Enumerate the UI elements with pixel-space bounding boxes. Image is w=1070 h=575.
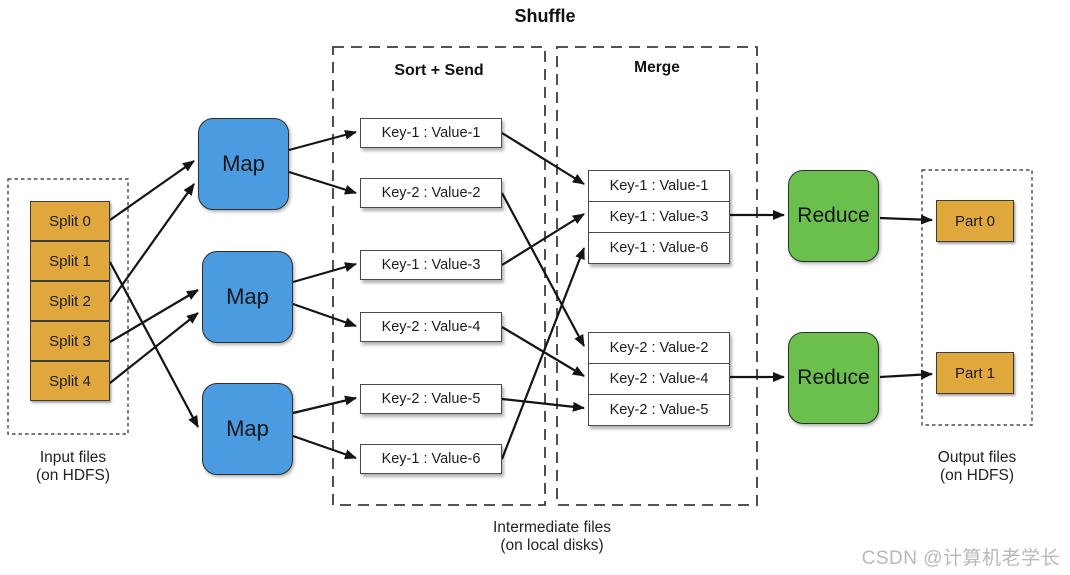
output-files-region	[921, 169, 1033, 426]
map-box-3: Map	[202, 383, 293, 475]
sort-send-section-title: Sort + Send	[394, 62, 484, 79]
reduce-box-2: Reduce	[788, 332, 879, 424]
part-box-0: Part 0	[936, 200, 1014, 242]
sort-record-key2-value5: Key-2 : Value-5	[360, 384, 502, 414]
sort-record-key2-value2: Key-2 : Value-2	[360, 178, 502, 208]
split-box-1: Split 1	[30, 241, 110, 281]
input-files-region	[7, 178, 129, 435]
csdn-watermark: CSDN @计算机老学长	[861, 548, 1060, 569]
split-box-2: Split 2	[30, 281, 110, 321]
sort-record-key1-value3: Key-1 : Value-3	[360, 250, 502, 280]
sort-record-key1-value1: Key-1 : Value-1	[360, 118, 502, 148]
merge-section-title: Merge	[634, 59, 680, 76]
merge-row: Key-1 : Value-3	[589, 201, 729, 232]
part-box-1: Part 1	[936, 352, 1014, 394]
caption-line: (on HDFS)	[939, 466, 1015, 484]
output-files-caption: Output files (on HDFS)	[917, 449, 1037, 485]
map-box-1: Map	[198, 118, 289, 210]
map-box-2: Map	[202, 251, 293, 343]
caption-line: Input files	[39, 449, 107, 466]
merge-row: Key-1 : Value-1	[609, 178, 709, 194]
merge-stack-key2: Key-2 : Value-2 Key-2 : Value-4 Key-2 : …	[588, 332, 730, 426]
merge-row: Key-2 : Value-5	[589, 394, 729, 425]
caption-line: Output files	[937, 449, 1017, 466]
split-box-0: Split 0	[30, 201, 110, 241]
merge-stack-key1: Key-1 : Value-1 Key-1 : Value-3 Key-1 : …	[588, 170, 730, 264]
sort-record-key2-value4: Key-2 : Value-4	[360, 312, 502, 342]
merge-region	[556, 46, 758, 506]
diagram-title: Shuffle	[514, 6, 576, 26]
sort-record-key1-value6: Key-1 : Value-6	[360, 444, 502, 474]
merge-row: Key-2 : Value-4	[589, 363, 729, 394]
split-box-4: Split 4	[30, 361, 110, 401]
intermediate-files-caption: Intermediate files (on local disks)	[452, 519, 652, 555]
reduce-box-1: Reduce	[788, 170, 879, 262]
merge-row: Key-2 : Value-2	[609, 340, 709, 356]
caption-line: (on local disks)	[500, 536, 604, 554]
sort-send-region	[332, 46, 546, 506]
merge-row: Key-1 : Value-6	[589, 232, 729, 263]
input-files-caption: Input files (on HDFS)	[8, 449, 138, 485]
split-box-3: Split 3	[30, 321, 110, 361]
caption-line: (on HDFS)	[35, 466, 111, 484]
caption-line: Intermediate files	[492, 519, 612, 536]
